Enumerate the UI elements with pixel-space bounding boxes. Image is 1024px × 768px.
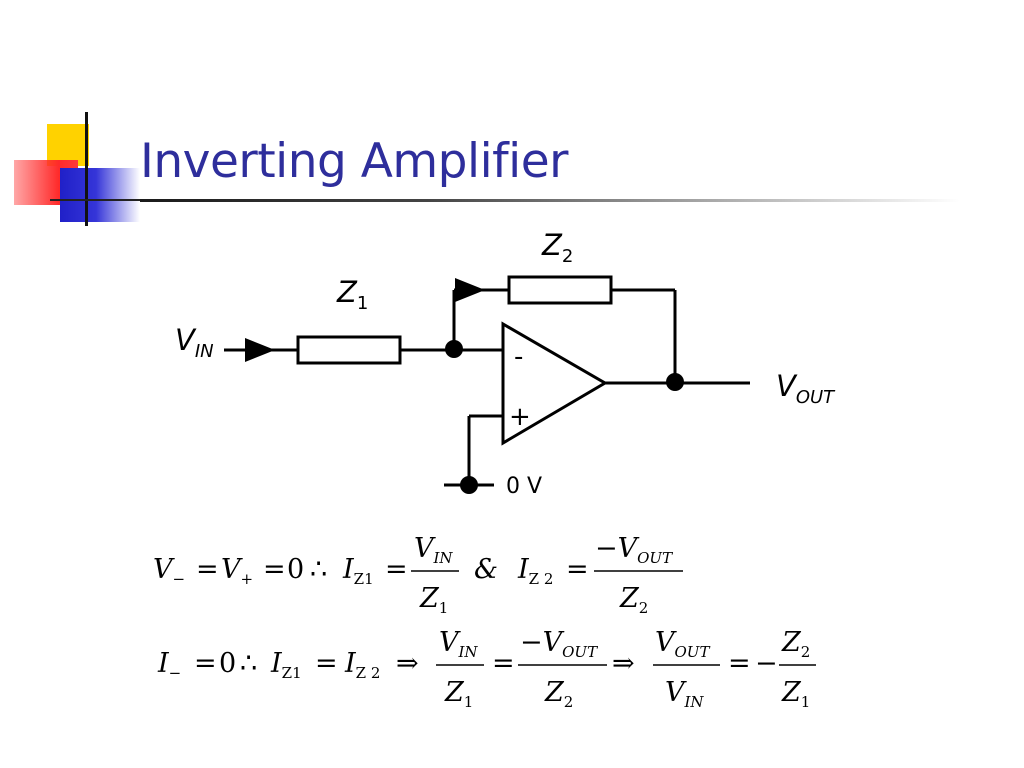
- svg-text:IZ1: IZ1: [270, 648, 302, 682]
- junction-inverting-node: [445, 340, 463, 358]
- svg-text:=: =: [196, 554, 219, 585]
- opamp-triangle: [501, 321, 608, 446]
- vout-label: VOUT: [776, 369, 836, 408]
- z1-resistor: [296, 335, 402, 365]
- svg-text:&: &: [474, 554, 498, 585]
- z2-resistor: [507, 275, 613, 305]
- opamp-plus-sign: +: [509, 402, 531, 432]
- slide-logo-decoration: [0, 0, 140, 240]
- logo-yellow-square: [47, 124, 89, 166]
- logo-blue-square: [60, 168, 140, 222]
- title-underline: [140, 199, 960, 202]
- slide-title: Inverting Amplifier: [140, 134, 568, 189]
- svg-text:=: =: [385, 554, 408, 585]
- svg-text:Z1: Z1: [444, 677, 473, 711]
- vin-label: VIN: [175, 323, 214, 362]
- svg-text:=: =: [263, 554, 286, 585]
- svg-text:−VOUT: −VOUT: [520, 627, 598, 661]
- svg-text:IZ 2: IZ 2: [517, 554, 553, 588]
- svg-text:VIN: VIN: [439, 627, 478, 661]
- svg-text:⇒: ⇒: [396, 648, 419, 679]
- svg-text:0: 0: [219, 648, 236, 679]
- svg-text:IZ1: IZ1: [342, 554, 374, 588]
- svg-text:Z1: Z1: [781, 677, 810, 711]
- svg-text:VIN: VIN: [414, 533, 453, 567]
- svg-text:∴: ∴: [310, 554, 327, 585]
- svg-text:0: 0: [287, 554, 304, 585]
- svg-text:Z2: Z2: [544, 677, 573, 711]
- svg-text:∴: ∴: [240, 648, 257, 679]
- z2-label: Z2: [541, 228, 573, 267]
- equation-line-1: V− = V+ = 0 ∴ IZ1 = VIN Z1 & IZ 2 = −VOU…: [153, 533, 683, 617]
- svg-text:=: =: [492, 648, 515, 679]
- junction-ground-node: [460, 476, 478, 494]
- ground-label: 0 V: [506, 474, 542, 499]
- svg-text:=: =: [194, 648, 217, 679]
- svg-text:I−: I−: [157, 648, 181, 682]
- junction-output-node: [666, 373, 684, 391]
- svg-text:V+: V+: [221, 554, 253, 588]
- svg-text:=: =: [566, 554, 589, 585]
- logo-horizontal-line: [50, 199, 140, 201]
- svg-text:=: =: [728, 648, 751, 679]
- svg-text:−VOUT: −VOUT: [595, 533, 673, 567]
- z1-label: Z1: [336, 275, 368, 314]
- opamp-minus-sign: -: [514, 342, 523, 372]
- svg-text:V−: V−: [153, 554, 185, 588]
- svg-text:VOUT: VOUT: [655, 627, 710, 661]
- svg-text:=: =: [315, 648, 338, 679]
- svg-text:Z1: Z1: [419, 583, 448, 617]
- svg-text:VIN: VIN: [665, 677, 704, 711]
- svg-text:Z2: Z2: [619, 583, 648, 617]
- svg-text:⇒: ⇒: [612, 648, 635, 679]
- equation-line-2: I− = 0 ∴ IZ1 = IZ 2 ⇒ VIN Z1 = −VOUT Z2 …: [157, 627, 816, 711]
- svg-text:IZ 2: IZ 2: [344, 648, 380, 682]
- svg-text:−: −: [755, 648, 778, 679]
- logo-vertical-line: [85, 112, 88, 226]
- svg-text:Z2: Z2: [781, 627, 810, 661]
